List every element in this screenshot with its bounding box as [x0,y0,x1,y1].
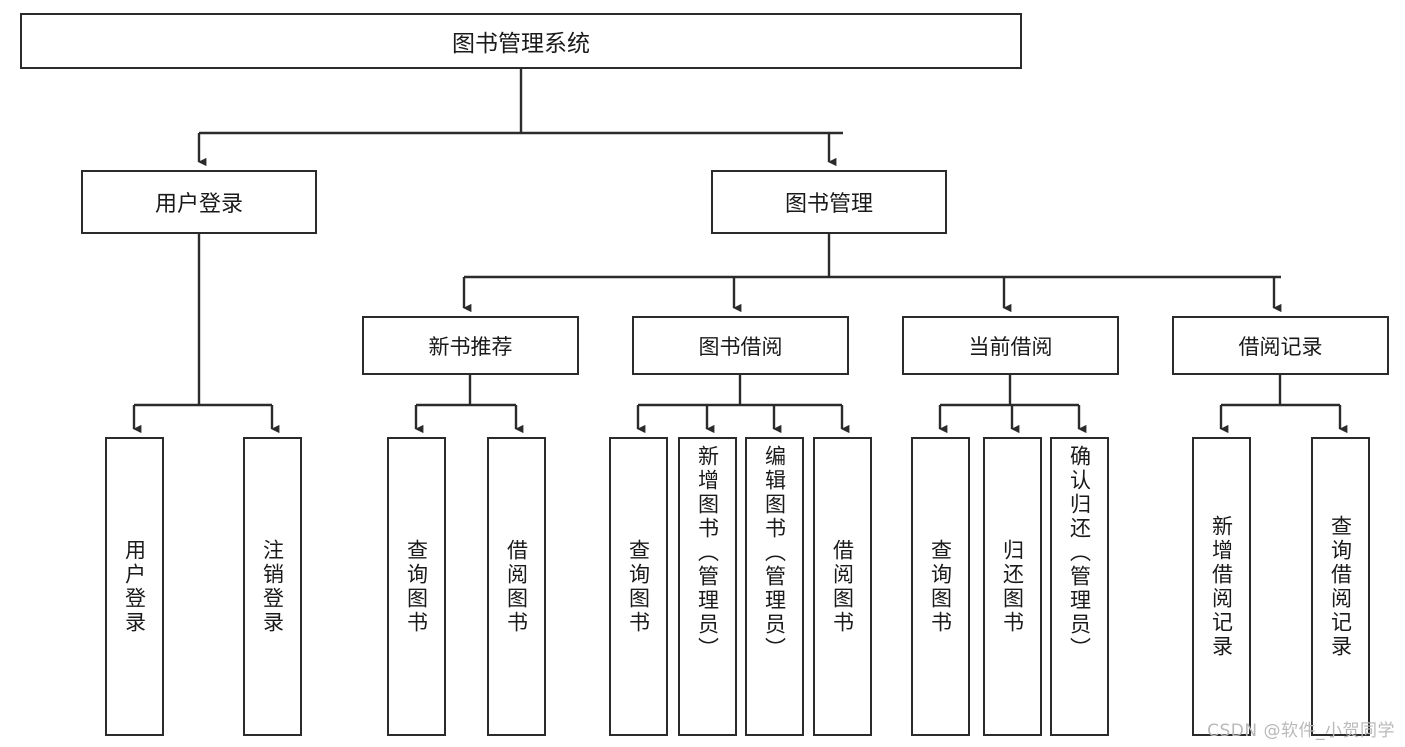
node-leaf-query-borrow-record[interactable]: 查询借阅记录 [1311,437,1370,736]
node-leaf-return-book[interactable]: 归还图书 [983,437,1042,736]
node-root-system[interactable]: 图书管理系统 [20,13,1022,69]
node-label: 新增图书（管理员） [695,445,720,661]
node-label: 新书推荐 [428,334,513,359]
node-label: 查询图书 [626,538,651,635]
node-label: 查询借阅记录 [1328,514,1353,659]
node-label: 图书管理 [784,192,873,217]
node-label: 用户登录 [154,192,243,217]
node-new-book-rec[interactable]: 新书推荐 [362,316,579,375]
node-label: 查询图书 [404,538,429,635]
node-leaf-user-logout[interactable]: 注销登录 [243,437,302,736]
node-leaf-add-borrow-record[interactable]: 新增借阅记录 [1192,437,1251,736]
node-current-borrow[interactable]: 当前借阅 [902,316,1119,375]
node-leaf-borrow-query-book[interactable]: 查询图书 [609,437,668,736]
node-label: 图书借阅 [698,334,783,359]
node-leaf-cur-query-book[interactable]: 查询图书 [911,437,970,736]
node-leaf-rec-borrow-book[interactable]: 借阅图书 [487,437,546,736]
node-leaf-edit-book-admin[interactable]: 编辑图书（管理员） [745,437,804,736]
node-user-login[interactable]: 用户登录 [81,170,317,234]
node-label: 归还图书 [1000,538,1025,635]
node-borrow-record[interactable]: 借阅记录 [1172,316,1389,375]
node-label: 借阅记录 [1238,334,1323,359]
node-leaf-rec-query-book[interactable]: 查询图书 [387,437,446,736]
node-label: 注销登录 [260,538,285,635]
node-label: 用户登录 [122,538,147,635]
node-label: 查询图书 [928,538,953,635]
node-label: 新增借阅记录 [1209,514,1234,659]
node-leaf-add-book-admin[interactable]: 新增图书（管理员） [678,437,737,736]
node-book-borrow[interactable]: 图书借阅 [632,316,849,375]
node-label: 借阅图书 [830,538,855,635]
node-label: 当前借阅 [968,334,1053,359]
node-book-manage[interactable]: 图书管理 [711,170,947,234]
csdn-watermark: CSDN @软件_小贺同学 [1207,721,1395,741]
node-label: 图书管理系统 [452,31,590,57]
node-label: 确认归还（管理员） [1067,445,1092,661]
node-leaf-borrow-book[interactable]: 借阅图书 [813,437,872,736]
node-leaf-user-login[interactable]: 用户登录 [105,437,164,736]
node-label: 借阅图书 [504,538,529,635]
node-label: 编辑图书（管理员） [762,445,787,661]
node-leaf-confirm-return-admin[interactable]: 确认归还（管理员） [1050,437,1109,736]
